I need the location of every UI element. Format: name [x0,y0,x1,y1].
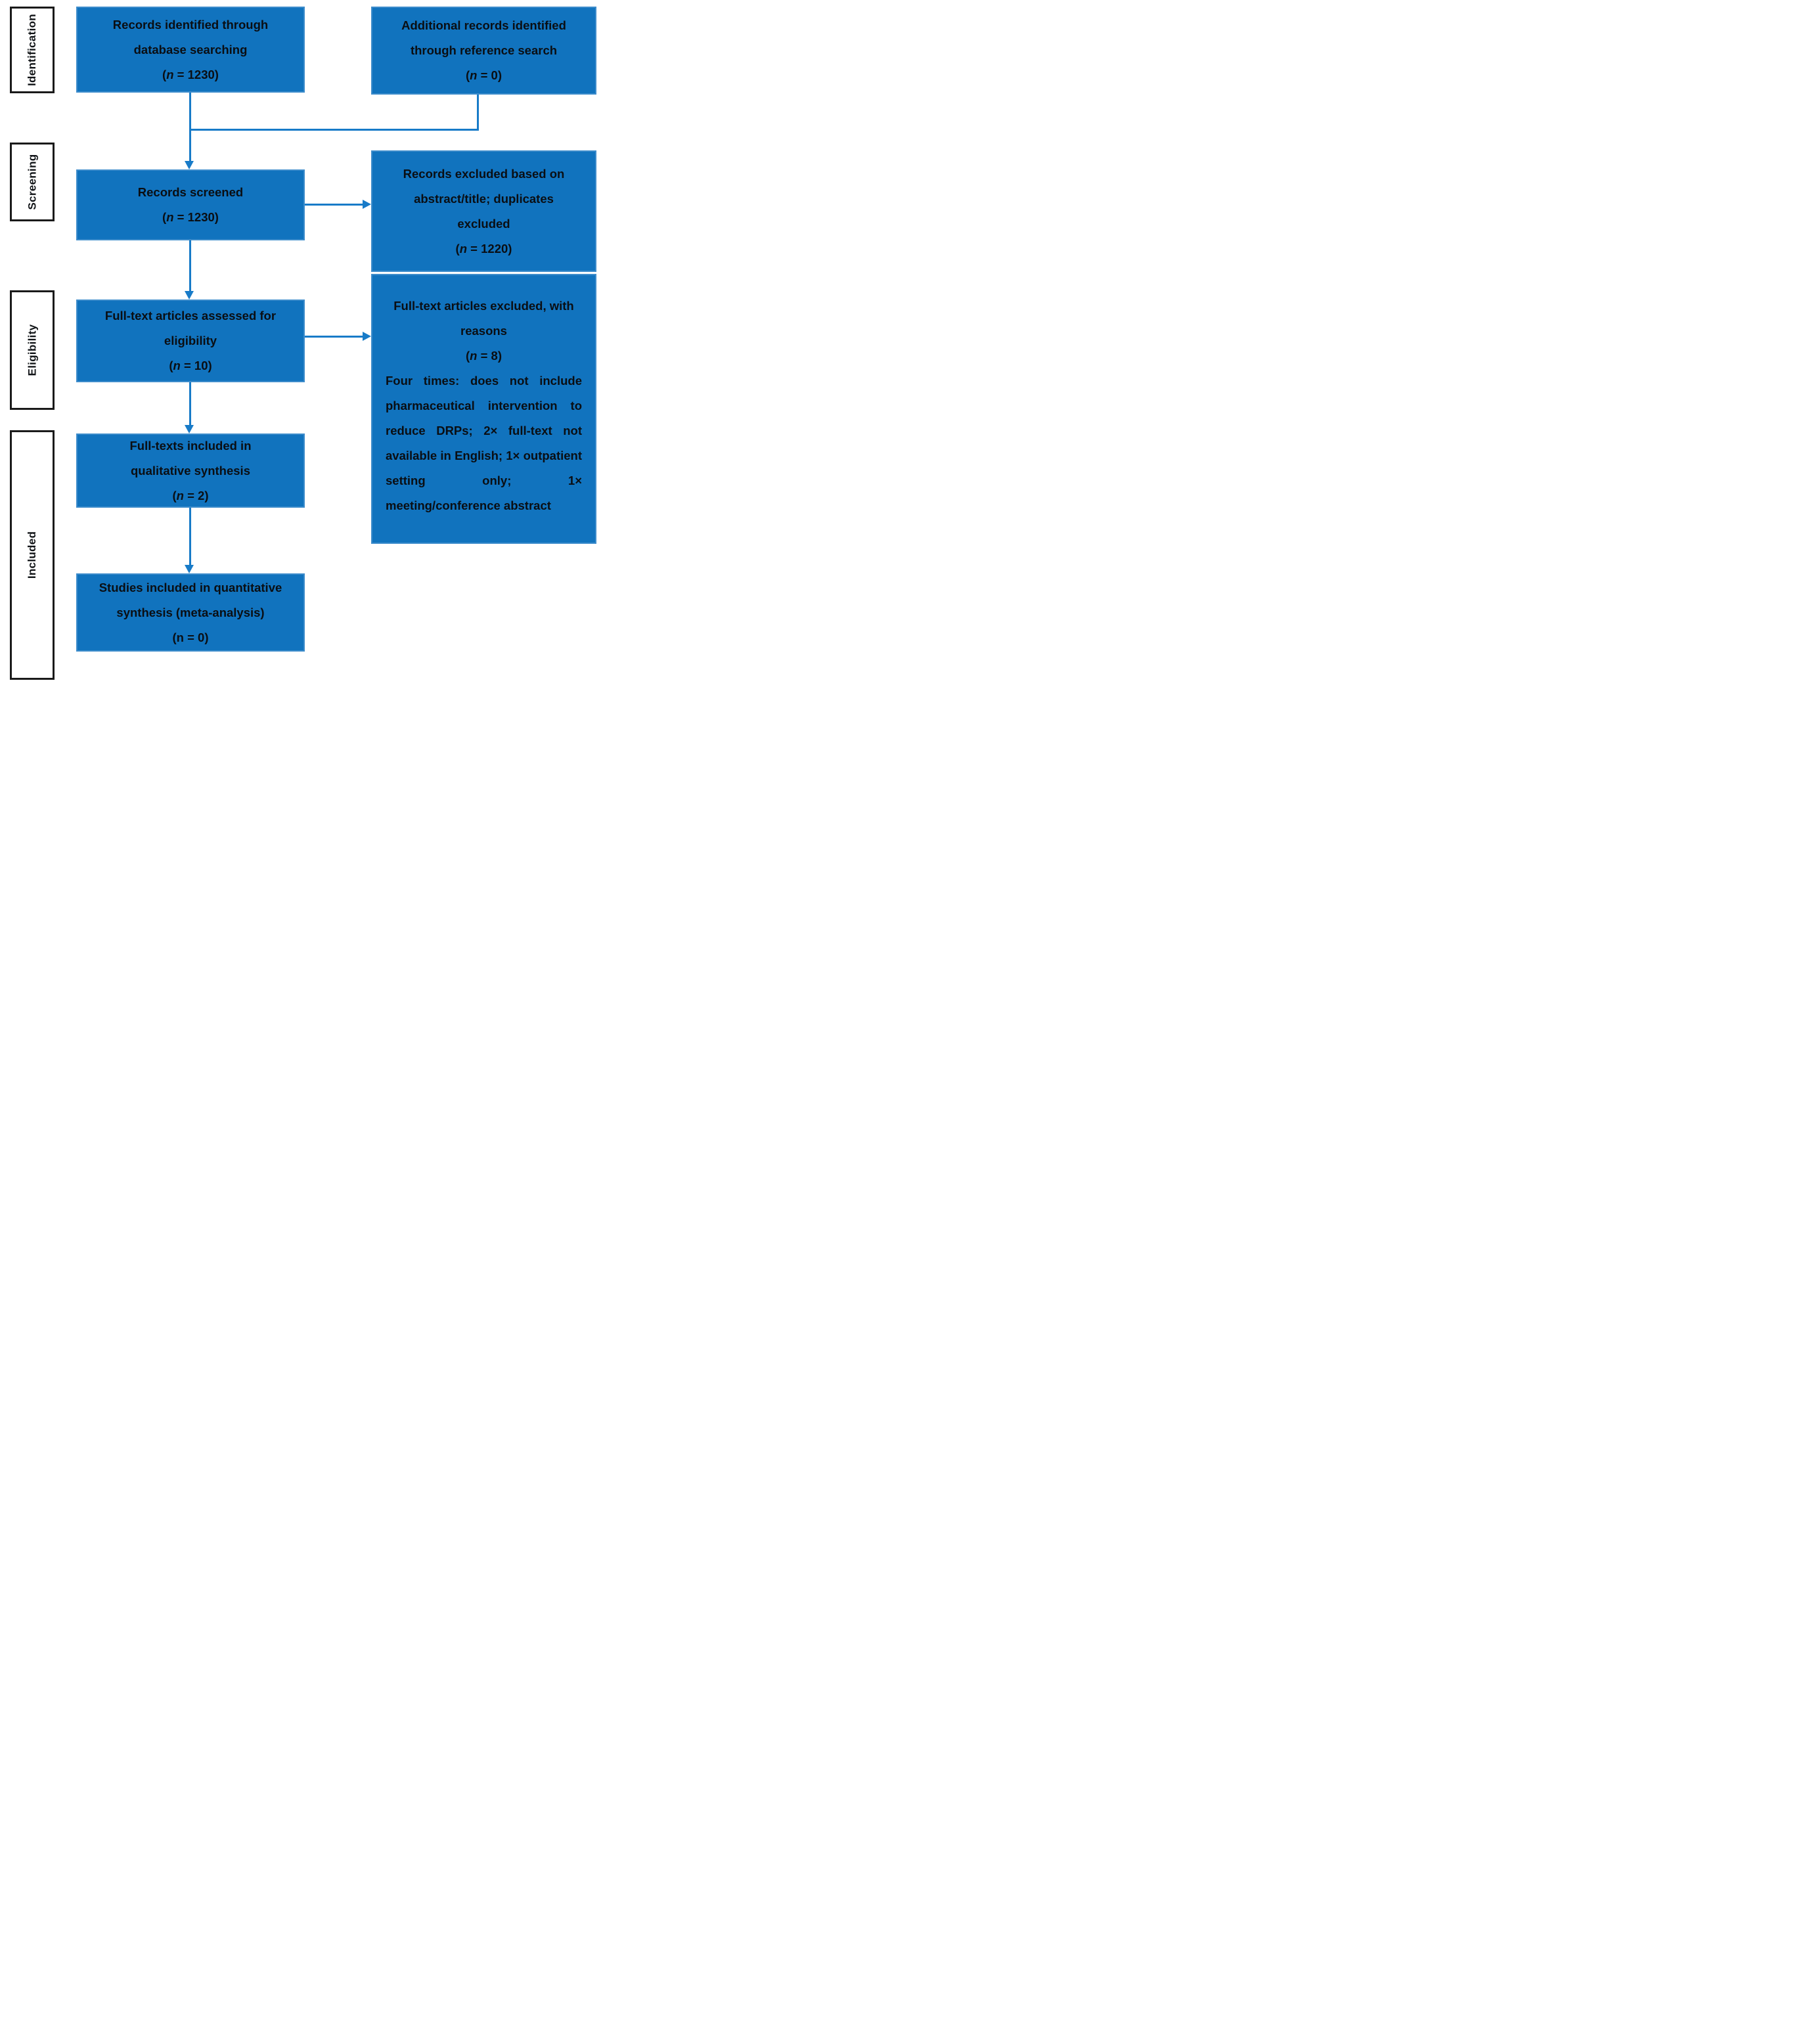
paren: ( [169,359,173,372]
n-symbol: n [470,349,478,363]
n-symbol: n [176,488,184,502]
paren: ( [455,241,460,256]
box-text-line: Records identified through [112,17,269,32]
count-value: = 1220) [467,241,512,256]
box-text-line: database searching [133,42,248,56]
count-value: = 1230) [173,67,219,81]
box-text-line: Records excluded based on [403,166,565,181]
box-count-line: (n = 1220) [379,236,589,261]
box-count-line: (n = 1230) [84,62,297,87]
connector-additional-down [477,95,479,131]
prisma-flow-diagram: Identification Screening Eligibility Inc… [0,0,603,681]
box-text-line: abstract/title; duplicates [414,191,554,206]
box-records-excluded: Records excluded based on abstract/title… [371,150,596,272]
stage-label-included: Included [26,531,39,579]
box-text-line: Full-text articles excluded, with [393,299,574,313]
box-text-line: excluded [457,216,510,231]
count-value: = 2) [183,488,209,502]
arrowhead-to-excluded [363,200,371,209]
connector-identified-down [189,93,191,131]
box-text-line: synthesis (meta-analysis) [116,605,265,619]
box-additional-records: Additional records identified through re… [371,7,596,95]
stage-box-identification: Identification [10,7,55,93]
paren: ( [162,67,167,81]
box-text-line: Full-text articles assessed for [104,309,277,322]
n-symbol: n [166,210,174,224]
count-value: = 10) [180,359,212,372]
box-count-line: (n = 1230) [84,205,297,230]
stage-label-screening: Screening [26,154,38,210]
paren: ( [162,210,167,224]
stage-label-eligibility: Eligibility [26,324,38,376]
arrowhead-to-quantitative [185,565,194,573]
box-text-line: Full-texts included in [129,438,252,453]
connector-merge-horizontal [189,129,479,131]
n-symbol: n [176,630,184,644]
stage-box-included: Included [10,430,55,680]
box-text-line: reasons [460,324,507,338]
connector-qualitative-down [189,508,191,566]
box-quantitative-synthesis: Studies included in quantitative synthes… [76,573,305,652]
box-count-line: (n = 0) [84,625,297,650]
box-count-line: (n = 8) [379,344,589,368]
box-records-screened: Records screened (n = 1230) [76,169,305,240]
connector-fulltext-to-excluded [305,336,364,338]
arrowhead-to-screened [185,161,194,169]
box-text-line: Additional records identified [401,18,566,32]
stage-box-screening: Screening [10,143,55,221]
n-symbol: n [459,241,468,256]
connector-to-screened [189,131,191,162]
paren: ( [465,68,470,82]
box-fulltext-excluded: Full-text articles excluded, with reason… [371,274,596,544]
stage-label-identification: Identification [26,14,39,86]
arrowhead-to-qualitative [185,425,194,433]
box-records-identified: Records identified through database sear… [76,7,305,93]
box-text-line: Records screened [137,185,244,199]
box-qualitative-synthesis: Full-texts included in qualitative synth… [76,433,305,508]
arrowhead-to-fulltext [185,291,194,300]
stage-box-eligibility: Eligibility [10,290,55,410]
count-value: = 0) [183,630,209,644]
paren: ( [172,488,177,502]
n-symbol: n [470,68,478,82]
count-value: = 8) [477,349,502,363]
box-count-line: (n = 0) [379,63,589,88]
paren: ( [172,630,177,644]
box-text-line: Studies included in quantitative [99,580,282,594]
box-count-line: (n = 2) [84,483,297,508]
connector-screened-to-excluded [305,204,364,206]
box-count-line: (n = 10) [84,353,297,378]
count-value: = 1230) [173,210,219,224]
box-text-line: qualitative synthesis [131,463,250,478]
count-value: = 0) [477,68,502,82]
paren: ( [465,349,470,363]
box-text-line: through reference search [410,43,558,57]
n-symbol: n [173,359,181,372]
box-text-line: eligibility [164,334,217,347]
arrowhead-to-fulltext-excluded [363,332,371,341]
n-symbol: n [166,67,174,81]
connector-screened-down [189,240,191,292]
box-fulltext-assessed: Full-text articles assessed for eligibil… [76,300,305,382]
connector-fulltext-down [189,382,191,426]
exclusion-reasons-text: Four times: does not include pharmaceuti… [386,374,582,512]
